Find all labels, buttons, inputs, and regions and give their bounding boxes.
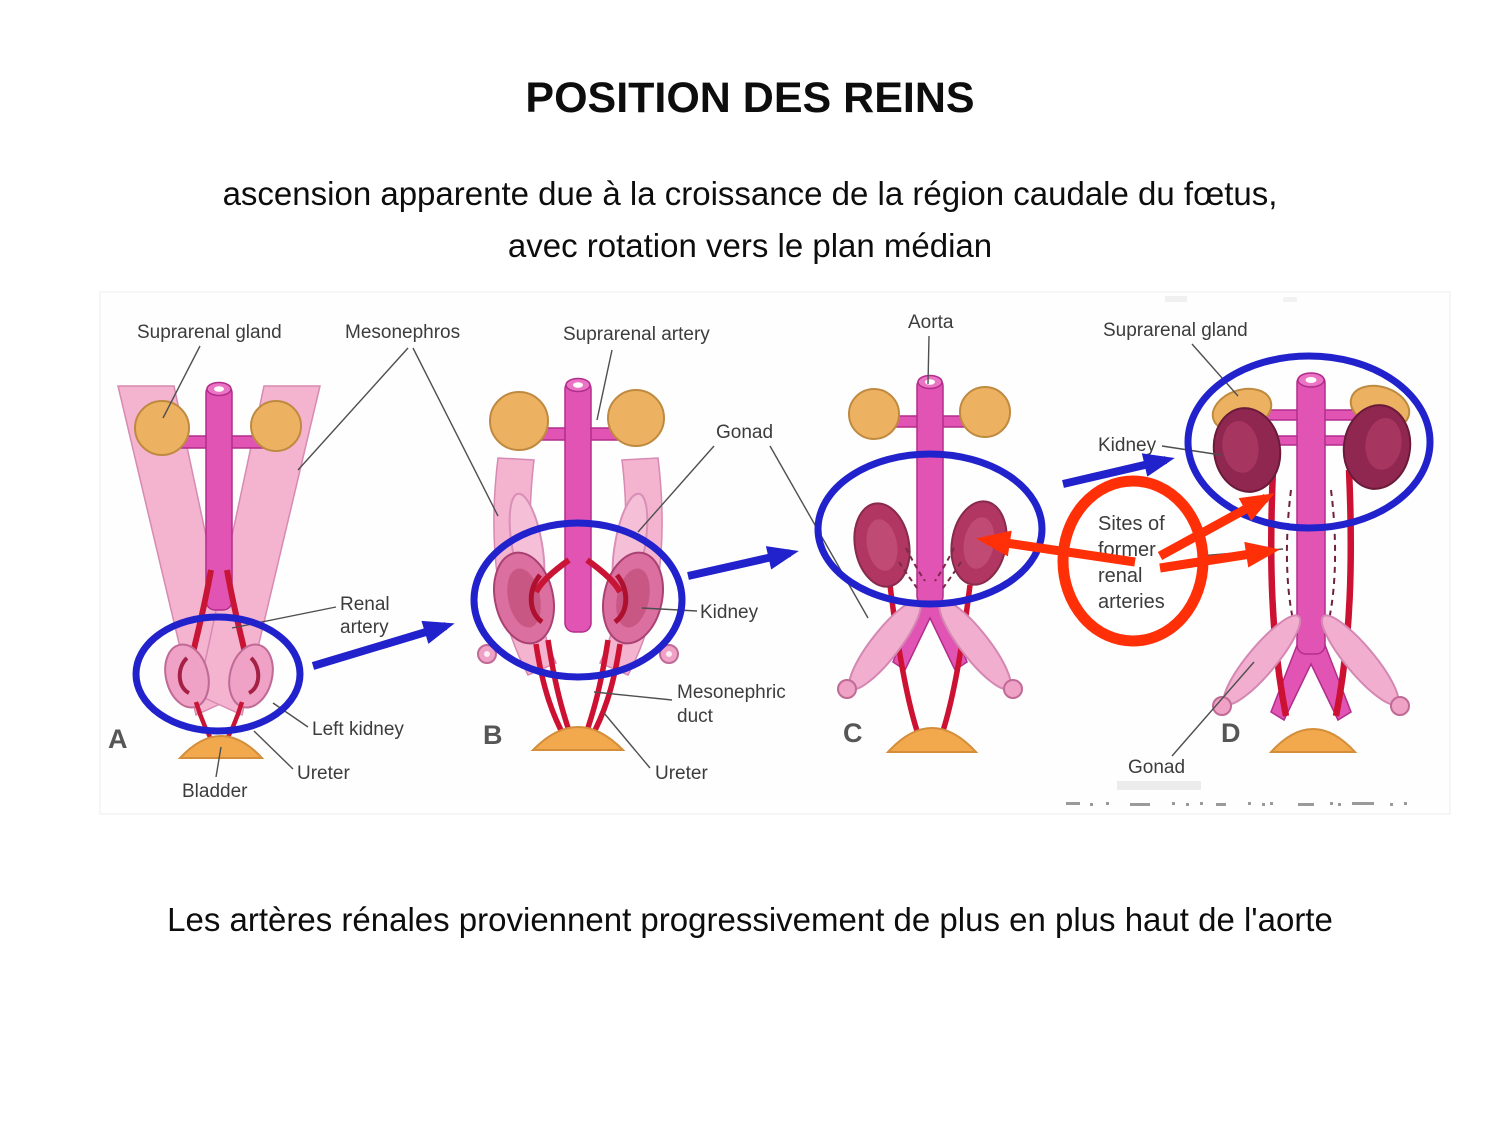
label-ureter-a: Ureter — [297, 763, 350, 784]
page-title: POSITION DES REINS — [525, 74, 975, 122]
blue-ellipse-b — [470, 519, 686, 681]
blue-ellipse-d — [1184, 352, 1434, 532]
panel-c-art — [837, 374, 1023, 753]
panel-letter-c: C — [843, 718, 863, 748]
panel-letter-a: A — [108, 724, 128, 754]
panel-a-art — [117, 381, 321, 759]
label-bladder: Bladder — [182, 781, 248, 802]
label-suprarenal-artery: Suprarenal artery — [563, 324, 710, 345]
panel-b-art — [477, 377, 679, 751]
blue-arrow-b-to-c — [687, 546, 799, 580]
subtitle-line-1: ascension apparente due à la croissance … — [222, 175, 1278, 212]
label-left-kidney: Left kidney — [312, 719, 404, 740]
label-suprarenal-gland-a: Suprarenal gland — [137, 322, 282, 343]
label-mesonephros: Mesonephros — [345, 322, 460, 343]
red-arrow-to-c — [976, 530, 1136, 567]
label-renal-artery-line2: artery — [340, 617, 389, 638]
cropped-caption-artifact — [1066, 296, 1407, 806]
label-kidney-d: Kidney — [1098, 435, 1157, 456]
blue-arrow-a-to-b — [311, 620, 455, 670]
label-aorta: Aorta — [908, 312, 954, 333]
annotation-sites-line1: Sites of — [1098, 513, 1165, 535]
blue-ellipse-a — [132, 613, 304, 735]
panel-letter-d: D — [1221, 718, 1241, 748]
bottom-caption: Les artères rénales proviennent progress… — [167, 901, 1333, 938]
subtitle: ascension apparente due à la croissance … — [0, 168, 1500, 272]
red-arrow-to-d-upper — [1157, 493, 1275, 560]
subtitle-line-2: avec rotation vers le plan médian — [507, 227, 993, 264]
label-mesonephric-line1: Mesonephric — [677, 682, 786, 703]
label-mesonephric-line2: duct — [677, 706, 714, 727]
red-annotation: Sites of former renal arteries — [976, 475, 1284, 647]
label-renal-artery-line1: Renal — [340, 594, 390, 615]
label-gonad-bc: Gonad — [716, 422, 773, 443]
figure-leader-lines — [162, 335, 1255, 778]
red-arrow-to-d-lower — [1159, 541, 1280, 573]
label-kidney-b: Kidney — [700, 602, 759, 623]
blue-arrow-c-to-d — [1062, 453, 1175, 488]
label-ureter-b: Ureter — [655, 763, 708, 784]
panel-letter-b: B — [483, 720, 503, 750]
annotation-sites-line3: renal — [1098, 565, 1142, 587]
label-suprarenal-gland-d: Suprarenal gland — [1103, 320, 1248, 341]
label-gonad-d: Gonad — [1128, 757, 1185, 778]
blue-ellipse-c — [814, 450, 1046, 608]
annotation-sites-line4: arteries — [1098, 591, 1165, 613]
blue-highlights — [132, 352, 1434, 735]
figure-labels: Suprarenal gland Mesonephros Suprarenal … — [108, 312, 1248, 802]
